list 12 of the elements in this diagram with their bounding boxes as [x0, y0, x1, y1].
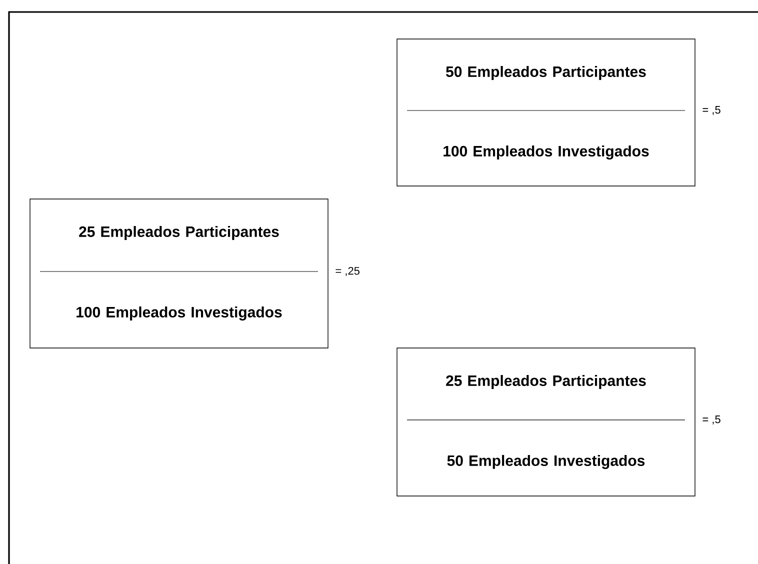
fraction-box — [396, 348, 696, 496]
fraction-text: 50 Empleados Participantes — [446, 66, 646, 80]
result-label: = ,5 — [702, 416, 720, 424]
fraction-box — [396, 38, 696, 186]
result-label: = ,5 — [702, 106, 720, 115]
fraction-text: 25 Empleados Participantes — [79, 226, 279, 240]
fraction-text: 100 Empleados Investigados — [76, 306, 282, 321]
result-label: = ,25 — [336, 266, 360, 276]
fraction-text: 100 Empleados Investigados — [444, 145, 649, 160]
fraction-box — [30, 198, 328, 348]
fraction-text: 50 Empleados Investigados — [447, 454, 645, 470]
fraction-text: 25 Empleados Participantes — [446, 375, 646, 389]
